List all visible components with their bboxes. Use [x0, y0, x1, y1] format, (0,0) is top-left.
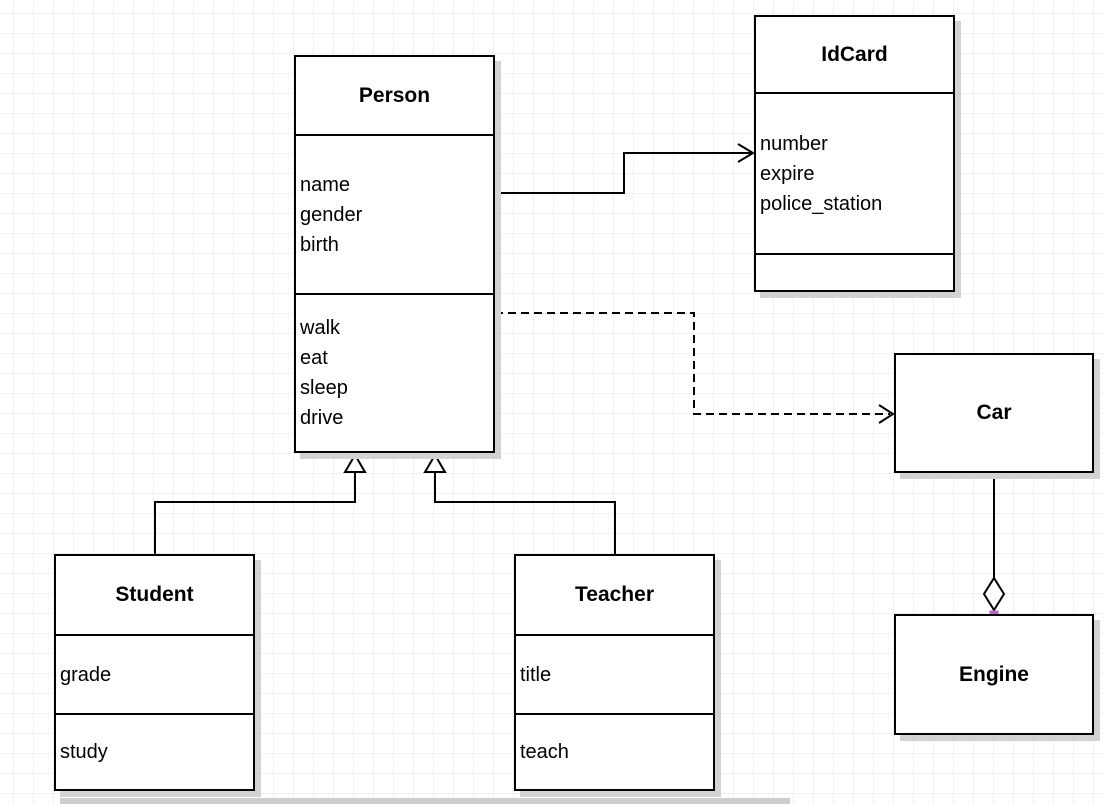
class-title: Teacher: [516, 556, 713, 636]
class-box-student[interactable]: Student grade study: [54, 554, 255, 791]
methods-compartment: [756, 255, 953, 290]
hollow-triangle-icon: [423, 453, 447, 473]
class-box-teacher[interactable]: Teacher title teach: [514, 554, 715, 791]
connector-generalization-teacher-person[interactable]: [423, 453, 616, 554]
methods-compartment: teach: [520, 741, 569, 763]
class-title: IdCard: [756, 17, 953, 94]
methods-compartment: study: [60, 741, 108, 763]
attributes-compartment: title: [516, 636, 713, 715]
hollow-diamond-icon: [982, 576, 1006, 612]
connector-dependency-person-car[interactable]: [495, 312, 895, 424]
open-arrowhead-icon: [737, 143, 755, 163]
class-title: Student: [56, 556, 253, 636]
attributes-compartment: grade: [56, 636, 253, 715]
attributes-compartment: number expire police_station: [756, 94, 953, 255]
class-title: Person: [296, 57, 493, 136]
methods-compartment: walk eat sleep drive: [300, 317, 348, 429]
connector-aggregation-car-engine[interactable]: [982, 467, 1006, 620]
class-box-idcard[interactable]: IdCard number expire police_station: [754, 15, 955, 292]
class-box-person[interactable]: Person name gender birth walk eat sleep …: [294, 55, 495, 453]
class-box-engine[interactable]: Engine: [894, 614, 1094, 735]
class-title: Engine: [958, 662, 1029, 686]
open-arrowhead-icon: [878, 404, 895, 424]
connector-association-person-idcard[interactable]: [495, 143, 755, 194]
bottom-edge-shadow: [60, 798, 790, 804]
attributes-compartment: name gender birth: [296, 136, 493, 295]
hollow-triangle-icon: [343, 453, 367, 473]
class-box-car[interactable]: Car: [894, 353, 1094, 473]
class-title: Car: [976, 401, 1012, 424]
connector-generalization-student-person[interactable]: [154, 453, 367, 554]
